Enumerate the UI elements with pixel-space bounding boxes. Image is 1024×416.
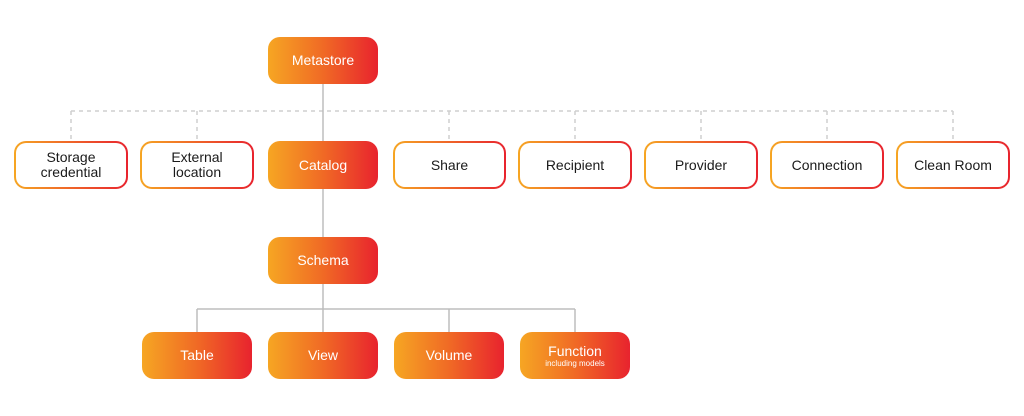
function-sublabel: including models: [545, 358, 605, 368]
storage-credential-label-line2: credential: [40, 164, 102, 180]
view-label: View: [307, 347, 339, 363]
external-location-label-line2: location: [172, 164, 222, 180]
external-location-node: External location: [140, 141, 254, 189]
share-label: Share: [430, 156, 469, 173]
clean-room-label: Clean Room: [914, 156, 992, 173]
table-label: Table: [180, 347, 214, 363]
recipient-node: Recipient: [518, 141, 632, 189]
provider-node: Provider: [644, 141, 758, 189]
catalog-node: Catalog: [268, 141, 378, 189]
metastore-label: Metastore: [291, 52, 355, 68]
function-label: Function: [548, 342, 602, 359]
function-node: Function including models: [520, 332, 630, 379]
connection-node: Connection: [770, 141, 884, 189]
recipient-label: Recipient: [545, 156, 605, 173]
connection-label: Connection: [791, 156, 863, 173]
storage-credential-label-line1: Storage: [46, 149, 96, 165]
view-node: View: [268, 332, 378, 379]
metastore-node: Metastore: [268, 37, 378, 84]
storage-credential-node: Storage credential: [14, 141, 128, 189]
schema-label: Schema: [297, 252, 349, 268]
share-node: Share: [393, 141, 506, 189]
volume-node: Volume: [394, 332, 504, 379]
volume-label: Volume: [425, 347, 473, 363]
catalog-label: Catalog: [298, 156, 348, 173]
schema-node: Schema: [268, 237, 378, 284]
provider-label: Provider: [674, 156, 728, 173]
external-location-label-line1: External: [171, 149, 223, 165]
clean-room-node: Clean Room: [896, 141, 1010, 189]
table-node: Table: [142, 332, 252, 379]
